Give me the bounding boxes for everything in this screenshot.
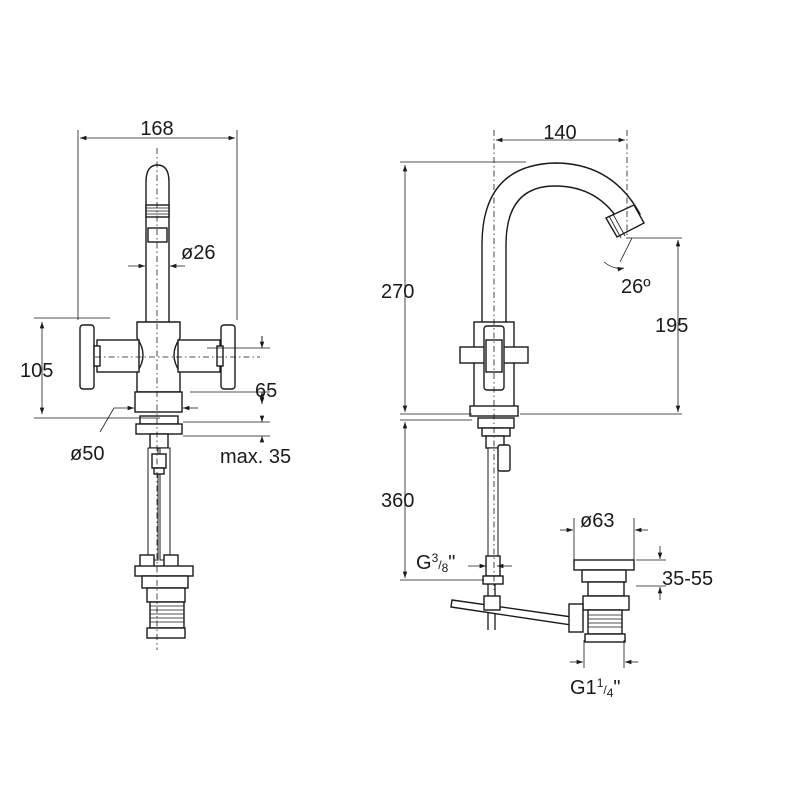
label-o63: ø63	[580, 510, 614, 532]
label-168: 168	[140, 118, 173, 140]
side-aerator	[605, 204, 645, 238]
front-left-handle	[79, 324, 95, 390]
side-spout	[481, 162, 641, 326]
label-max35: max. 35	[220, 446, 291, 468]
dim-line-o50	[99, 405, 134, 433]
front-waste	[134, 565, 194, 577]
front-left-arm	[96, 339, 140, 373]
label-140: 140	[543, 122, 576, 144]
label-270: 270	[381, 281, 414, 303]
label-65: 65	[255, 380, 277, 402]
label-105: 105	[20, 360, 53, 382]
label-o50: ø50	[70, 443, 104, 465]
front-view: 168 ø26 105 65 ø50 max. 35	[20, 118, 291, 650]
side-view: 140 270 26º 195 360 ø63 35-55 G3/8" G11/…	[381, 122, 713, 700]
side-waste	[573, 559, 635, 571]
label-g3-8: G3/8"	[416, 551, 455, 575]
label-26deg: 26º	[621, 276, 651, 298]
label-360: 360	[381, 490, 414, 512]
label-o26: ø26	[181, 242, 215, 264]
side-hose	[487, 447, 499, 559]
label-35-55: 35-55	[662, 568, 713, 590]
side-rod	[450, 599, 573, 626]
front-spout	[145, 164, 170, 326]
label-g1-1-4: G11/4"	[570, 676, 621, 700]
front-right-arm	[177, 339, 221, 373]
label-195: 195	[655, 315, 688, 337]
dim-line-26deg	[603, 261, 625, 272]
front-aerator	[147, 227, 168, 243]
